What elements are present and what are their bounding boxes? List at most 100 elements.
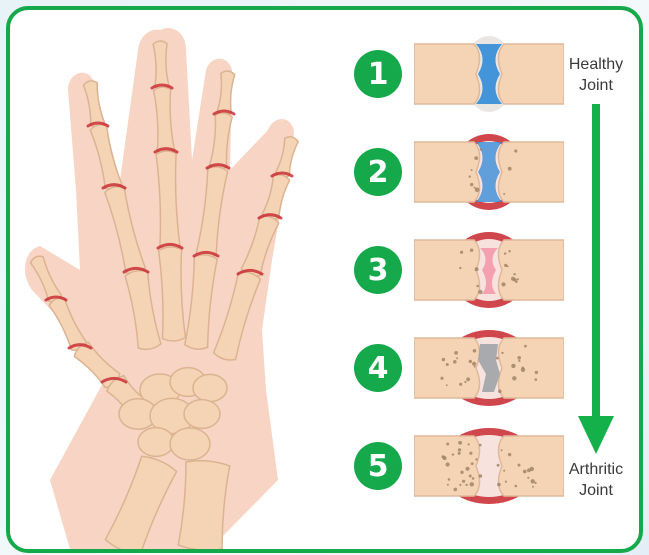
erosion-spot xyxy=(474,156,478,160)
erosion-spot xyxy=(454,351,458,355)
erosion-spot xyxy=(469,360,472,363)
erosion-spot xyxy=(470,482,474,486)
erosion-spot xyxy=(442,455,445,458)
erosion-spot xyxy=(517,356,521,360)
erosion-spot xyxy=(465,484,467,486)
erosion-spot xyxy=(459,484,461,486)
erosion-spot xyxy=(472,362,476,366)
erosion-spot xyxy=(460,251,463,254)
erosion-spot xyxy=(442,358,445,361)
erosion-spot xyxy=(530,467,534,471)
erosion-spot xyxy=(446,384,448,386)
erosion-spot xyxy=(503,193,505,195)
arthritic-label-line2: Joint xyxy=(556,480,636,501)
erosion-spot xyxy=(531,479,535,483)
erosion-spot xyxy=(508,250,510,252)
erosion-spot xyxy=(512,376,516,380)
erosion-spot xyxy=(532,486,534,488)
finger-bone xyxy=(153,41,169,90)
healthy-label-line2: Joint xyxy=(556,75,636,96)
erosion-spot xyxy=(507,265,509,267)
erosion-spot xyxy=(466,377,470,381)
erosion-spot xyxy=(468,443,470,445)
early-inflamed-joint-icon xyxy=(414,132,564,212)
stage-number: 4 xyxy=(368,351,389,386)
erosion-spot xyxy=(474,366,476,368)
healthy-joint-icon xyxy=(414,34,564,114)
erosion-spot xyxy=(453,360,457,364)
stage-row-5: 5 xyxy=(352,426,576,506)
erosion-spot xyxy=(513,278,517,282)
erosion-spot xyxy=(511,364,515,368)
erosion-spot xyxy=(508,167,512,171)
erosion-spot xyxy=(535,482,537,484)
erosion-spot xyxy=(471,462,474,465)
hand-skeleton-illustration xyxy=(10,10,350,549)
erosion-spot xyxy=(448,478,451,481)
erosion-spot xyxy=(513,273,515,275)
carpal-bone xyxy=(170,428,210,460)
erosion-spot xyxy=(517,278,519,280)
stage-badge-2: 2 xyxy=(352,146,404,198)
erosion-spot xyxy=(459,383,462,386)
erosion-spot xyxy=(470,249,473,252)
erosion-spot xyxy=(527,477,529,479)
left-bone xyxy=(414,240,480,300)
erosion-spot xyxy=(474,187,476,189)
right-bone xyxy=(498,338,564,398)
erosion-spot xyxy=(471,169,473,171)
erosion-spot xyxy=(535,378,538,381)
erosion-spot xyxy=(475,458,477,460)
erosion-spot xyxy=(469,175,471,177)
erosion-spot xyxy=(454,488,458,492)
erosion-spot xyxy=(447,484,449,486)
stage-number: 2 xyxy=(368,155,389,190)
carpal-bone xyxy=(138,428,174,457)
diagram-frame: 1 2 3 4 5 Healthy Joint xyxy=(6,6,643,553)
erosion-spot xyxy=(458,448,461,451)
erosion-spot xyxy=(514,149,517,152)
stage-badge-1: 1 xyxy=(352,48,404,100)
right-bone xyxy=(498,436,564,496)
erosion-spot xyxy=(458,441,462,445)
erosion-spot xyxy=(470,183,473,186)
erosion-spot xyxy=(496,357,499,360)
erosion-spot xyxy=(518,464,521,467)
erosion-spot xyxy=(440,377,443,380)
erosion-spot xyxy=(458,452,461,455)
stage-row-4: 4 xyxy=(352,328,576,408)
stage-badge-4: 4 xyxy=(352,342,404,394)
stage-number: 1 xyxy=(368,57,389,92)
erosion-spot xyxy=(479,444,482,447)
erosion-spot xyxy=(497,483,501,487)
erosion-spot xyxy=(518,360,520,362)
erosion-spot xyxy=(503,470,505,472)
healthy-joint-label: Healthy Joint xyxy=(556,54,636,96)
erosion-spot xyxy=(504,252,506,254)
erosion-spot xyxy=(469,475,472,478)
erosion-spot xyxy=(472,477,475,480)
erosion-spot xyxy=(522,367,525,370)
erosion-spot xyxy=(476,285,479,288)
erosion-spot xyxy=(462,480,465,483)
erosion-spot xyxy=(480,148,482,150)
erosion-spot xyxy=(469,452,472,455)
left-bone xyxy=(414,338,480,398)
erosion-spot xyxy=(446,363,449,366)
erosion-spot xyxy=(505,481,507,483)
arthritic-label-line1: Arthritic xyxy=(556,459,636,480)
progression-arrow-icon xyxy=(576,104,616,456)
erosion-spot xyxy=(501,352,503,354)
erosion-spot xyxy=(515,485,518,488)
right-bone xyxy=(498,240,564,300)
erosion-spot xyxy=(473,349,477,353)
erosion-spot xyxy=(501,449,503,451)
stage-row-3: 3 xyxy=(352,230,576,310)
erosion-spot xyxy=(478,290,482,294)
erosion-spot xyxy=(459,267,461,269)
stage-badge-5: 5 xyxy=(352,440,404,492)
erosion-spot xyxy=(479,474,483,478)
erosion-spot xyxy=(524,345,527,348)
stage-row-2: 2 xyxy=(352,132,576,212)
erosion-spot xyxy=(535,371,538,374)
